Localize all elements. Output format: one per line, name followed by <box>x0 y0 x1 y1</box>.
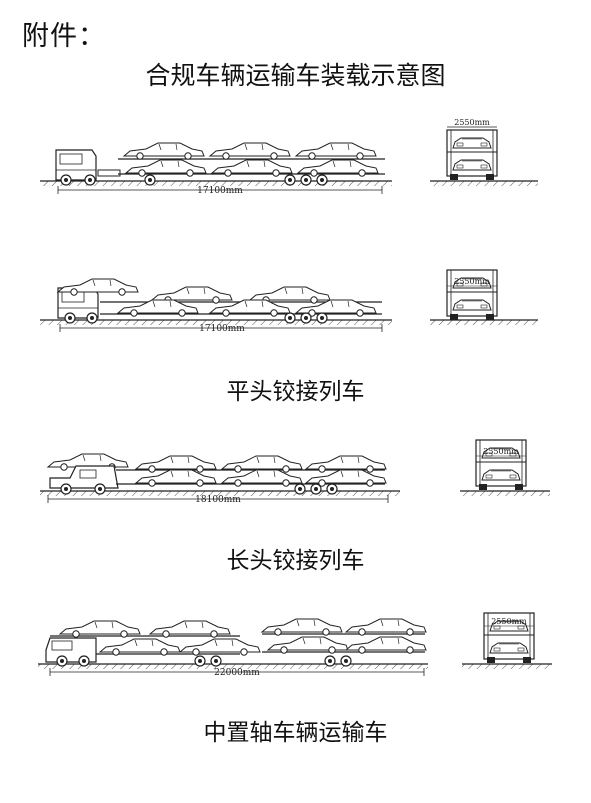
length-label-4: 22000mm <box>214 668 260 678</box>
length-label-3: 18100mm <box>195 495 241 505</box>
width-label-3: 2550mm <box>483 447 519 456</box>
diagram-3: 18100mm 2550mm <box>40 440 550 505</box>
diagram-4: 22000mm 2550mm <box>38 613 552 678</box>
width-label-2: 2550mm <box>454 277 490 286</box>
caption-flat-head-articulated: 平头铰接列车 <box>226 379 365 405</box>
length-label-1: 17100mm <box>197 186 243 196</box>
document-title: 合规车辆运输车装载示意图 <box>145 61 446 90</box>
caption-long-head-articulated: 长头铰接列车 <box>226 548 365 574</box>
caption-center-axle-transporter: 中置轴车辆运输车 <box>203 720 388 746</box>
length-label-2: 17100mm <box>199 324 245 334</box>
width-label-4: 2550mm <box>491 617 527 626</box>
width-label-1: 2550mm <box>454 118 490 127</box>
diagram-1: 17100mm 2550mm <box>40 118 538 196</box>
attachment-label: 附件： <box>22 21 106 52</box>
diagram-2: 17100mm 2550mm <box>40 270 538 334</box>
